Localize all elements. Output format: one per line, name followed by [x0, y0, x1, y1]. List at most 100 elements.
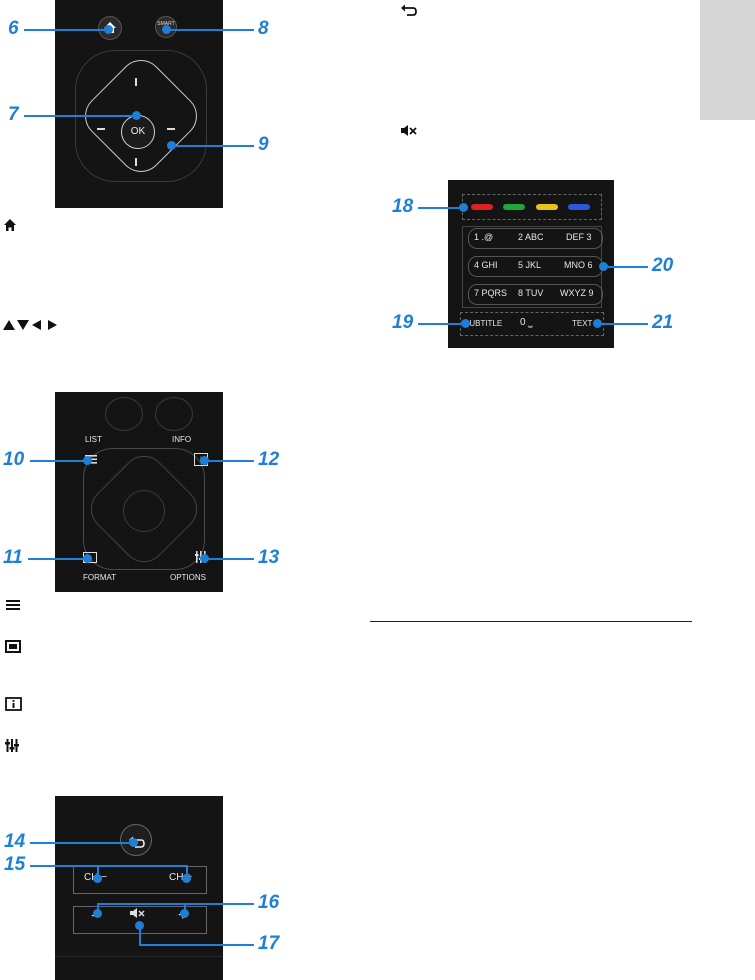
back-icon: [401, 4, 417, 16]
remote-image-color-keys: 1 .@ 2 ABC DEF 3 4 GHI 5 JKL MNO 6 7 PQR…: [448, 180, 614, 348]
leader-dot: [180, 909, 189, 918]
list-icon: [6, 600, 20, 610]
key-0[interactable]: 0 ⎵: [520, 317, 533, 328]
callout-19: 19: [392, 312, 414, 333]
remote-image-channel-volume: CH − CH + − +: [55, 796, 223, 980]
callout-21: 21: [652, 312, 674, 333]
leader-line: [30, 865, 188, 867]
leader-dot: [182, 874, 191, 883]
key-6[interactable]: MNO 6: [564, 260, 593, 270]
callout-8: 8: [258, 18, 269, 39]
leader-dot: [599, 262, 608, 271]
leader-dot: [93, 874, 102, 883]
leader-dot: [132, 111, 141, 120]
number-row: [468, 284, 603, 305]
list-label: LIST: [85, 435, 102, 444]
leader-line: [139, 944, 254, 946]
key-outline: [105, 397, 143, 431]
left-arrow-icon[interactable]: [97, 128, 105, 130]
key-7[interactable]: 7 PQRS: [474, 288, 508, 298]
mute-icon: [401, 125, 417, 136]
red-button[interactable]: [471, 204, 493, 210]
format-label: FORMAT: [83, 573, 117, 582]
leader-line: [418, 323, 466, 325]
key-9[interactable]: WXYZ 9: [560, 288, 594, 298]
leader-dot: [459, 203, 468, 212]
remote-image-list-info: LIST INFO i FORMAT OPTIONS: [55, 392, 223, 592]
leader-dot: [200, 456, 209, 465]
back-button[interactable]: [120, 824, 152, 856]
rocker-outline: [55, 956, 223, 957]
leader-line: [598, 323, 648, 325]
right-arrow-icon[interactable]: [167, 128, 175, 130]
key-1[interactable]: 1 .@: [474, 232, 494, 242]
leader-line: [24, 29, 108, 31]
leader-dot: [93, 909, 102, 918]
subtitle-button[interactable]: SUBTITLE: [464, 319, 503, 328]
green-button[interactable]: [503, 204, 525, 210]
leader-line: [30, 460, 88, 462]
callout-6: 6: [8, 18, 19, 39]
leader-dot: [135, 921, 144, 930]
leader-line: [28, 558, 88, 560]
callout-7: 7: [8, 104, 19, 125]
format-icon: [5, 640, 21, 653]
home-icon: [4, 219, 16, 231]
down-arrow-icon[interactable]: [135, 158, 137, 166]
leader-dot: [104, 25, 113, 34]
key-4[interactable]: 4 GHI: [474, 260, 498, 270]
leader-line: [184, 903, 186, 913]
section-divider: [370, 621, 692, 622]
key-8[interactable]: 8 TUV: [518, 288, 544, 298]
leader-line: [24, 115, 136, 117]
leader-line: [205, 460, 254, 462]
options-icon: [5, 739, 19, 752]
info-label: INFO: [172, 435, 192, 444]
callout-15: 15: [4, 854, 26, 875]
blue-button[interactable]: [568, 204, 590, 210]
leader-dot: [200, 554, 209, 563]
text-button[interactable]: TEXT: [572, 319, 593, 328]
leader-line: [97, 865, 99, 877]
up-arrow-icon[interactable]: [135, 78, 137, 86]
callout-20: 20: [652, 255, 674, 276]
callout-14: 14: [4, 831, 26, 852]
leader-dot: [83, 554, 92, 563]
leader-line: [30, 842, 134, 844]
callout-11: 11: [3, 547, 23, 568]
info-icon: [5, 697, 22, 711]
key-3[interactable]: DEF 3: [566, 232, 592, 242]
side-tab: [700, 0, 755, 120]
leader-line: [166, 29, 254, 31]
leader-line: [418, 207, 464, 209]
leader-dot: [461, 319, 470, 328]
key-5[interactable]: 5 JKL: [518, 260, 542, 270]
key-outline: [155, 397, 193, 431]
leader-dot: [83, 456, 92, 465]
leader-line: [205, 558, 254, 560]
leader-line: [604, 266, 648, 268]
center-button: [123, 490, 165, 532]
callout-10: 10: [3, 449, 25, 470]
yellow-button[interactable]: [536, 204, 558, 210]
nav-pad-outline: [83, 448, 205, 570]
callout-13: 13: [258, 547, 280, 568]
leader-dot: [593, 319, 602, 328]
leader-line: [172, 145, 254, 147]
callout-17: 17: [258, 933, 280, 954]
callout-12: 12: [258, 449, 280, 470]
options-label: OPTIONS: [170, 573, 207, 582]
channel-up-button[interactable]: CH +: [169, 872, 193, 883]
arrows-icon: [3, 320, 57, 330]
number-row: [468, 228, 603, 249]
callout-16: 16: [258, 892, 280, 913]
key-2[interactable]: 2 ABC: [518, 232, 544, 242]
leader-dot: [129, 838, 138, 847]
leader-line: [186, 865, 188, 877]
leader-line: [139, 925, 141, 944]
leader-dot: [162, 25, 171, 34]
mute-button[interactable]: [129, 907, 145, 919]
leader-line: [97, 903, 254, 905]
callout-9: 9: [258, 134, 269, 155]
ok-button[interactable]: OK: [121, 115, 155, 149]
